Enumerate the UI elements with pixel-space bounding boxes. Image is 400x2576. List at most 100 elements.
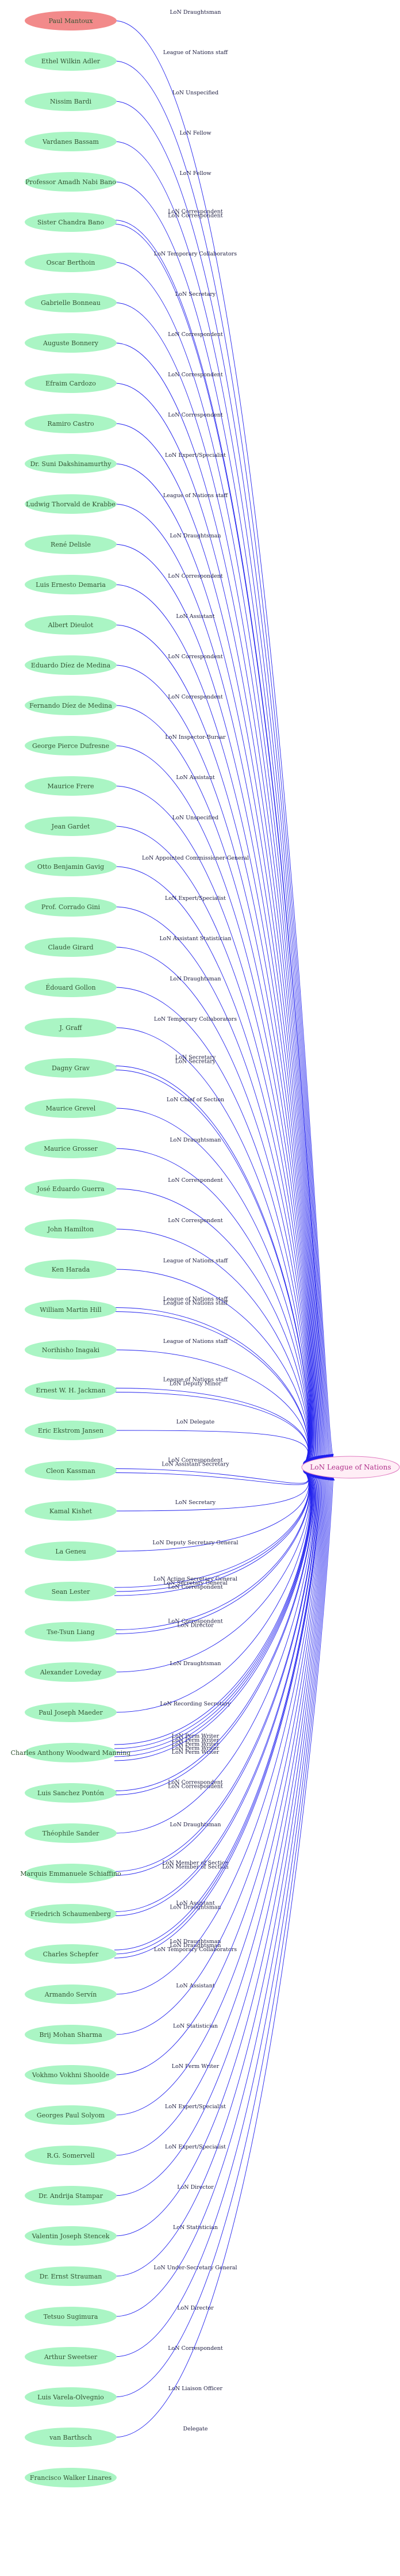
person-node[interactable]: Sean Lester: [25, 1582, 117, 1601]
person-ellipse[interactable]: [25, 816, 117, 836]
person-node[interactable]: La Geneu: [25, 1541, 117, 1561]
person-ellipse[interactable]: [25, 2307, 117, 2326]
person-ellipse[interactable]: [25, 937, 117, 957]
person-ellipse[interactable]: [25, 293, 117, 312]
person-ellipse[interactable]: [25, 696, 117, 715]
person-node[interactable]: Georges Paul Solyom: [25, 2105, 117, 2125]
person-ellipse[interactable]: [25, 2146, 117, 2165]
person-node[interactable]: Ludwig Thorvald de Krabbe: [25, 494, 117, 514]
person-node[interactable]: Luis Varela-Olvegnio: [25, 2387, 117, 2407]
person-ellipse[interactable]: [25, 11, 117, 30]
person-ellipse[interactable]: [25, 2428, 117, 2447]
person-ellipse[interactable]: [25, 1904, 117, 1924]
person-ellipse[interactable]: [25, 1018, 117, 1037]
person-ellipse[interactable]: [25, 897, 117, 917]
person-ellipse[interactable]: [25, 494, 117, 514]
person-ellipse[interactable]: [25, 2468, 117, 2487]
person-node[interactable]: Fernando Díez de Medina: [25, 696, 117, 715]
person-node[interactable]: Maurice Grevel: [25, 1098, 117, 1118]
person-node[interactable]: John Hamilton: [25, 1219, 117, 1239]
person-ellipse[interactable]: [25, 2065, 117, 2085]
person-node[interactable]: Jean Gardet: [25, 816, 117, 836]
person-ellipse[interactable]: [25, 1582, 117, 1601]
person-ellipse[interactable]: [25, 2266, 117, 2286]
person-node[interactable]: Maurice Grosser: [25, 1139, 117, 1158]
person-node[interactable]: Luis Ernesto Demaria: [25, 575, 117, 594]
person-node[interactable]: Sister Chandra Bano: [25, 212, 117, 232]
person-node[interactable]: Francisco Walker Linares: [25, 2468, 117, 2487]
person-node[interactable]: Édouard Gollon: [25, 978, 117, 997]
person-node[interactable]: Tse-Tsun Liang: [25, 1622, 117, 1642]
person-node[interactable]: Dagny Grav: [25, 1058, 117, 1078]
person-node[interactable]: George Pierce Dufresne: [25, 736, 117, 755]
person-node[interactable]: Alexander Loveday: [25, 1662, 117, 1682]
person-ellipse[interactable]: [25, 1703, 117, 1722]
person-ellipse[interactable]: [25, 2025, 117, 2044]
person-node[interactable]: Ernest W. H. Jackman: [25, 1380, 117, 1400]
person-ellipse[interactable]: [25, 253, 117, 272]
target-ellipse[interactable]: [301, 1456, 400, 1479]
person-ellipse[interactable]: [25, 1058, 117, 1078]
person-node[interactable]: Marquis Emmanuele Schiaffino: [20, 1864, 121, 1883]
person-node[interactable]: Dr. Ernst Strauman: [25, 2266, 117, 2286]
person-ellipse[interactable]: [25, 1380, 117, 1400]
person-node[interactable]: Professor Amadh Nabi Bano: [25, 172, 117, 192]
person-ellipse[interactable]: [25, 1783, 117, 1803]
person-node[interactable]: William Martin Hill: [25, 1300, 117, 1319]
person-ellipse[interactable]: [25, 1421, 117, 1440]
person-node[interactable]: Norihisho Inagaki: [25, 1340, 117, 1360]
person-node[interactable]: Paul Mantoux: [25, 11, 117, 30]
person-node[interactable]: Valentin Joseph Stencek: [25, 2226, 117, 2246]
person-node[interactable]: Friedrich Schaumenberg: [25, 1904, 117, 1924]
person-ellipse[interactable]: [25, 857, 117, 876]
person-ellipse[interactable]: [25, 2105, 117, 2125]
person-ellipse[interactable]: [25, 132, 117, 151]
person-ellipse[interactable]: [25, 1944, 117, 1964]
person-node[interactable]: R.G. Somervell: [25, 2146, 117, 2165]
person-ellipse[interactable]: [25, 1179, 117, 1199]
person-node[interactable]: Eduardo Díez de Medina: [25, 655, 117, 675]
person-ellipse[interactable]: [25, 1501, 117, 1521]
person-node[interactable]: Dr. Suni Dakshinamurthy: [25, 454, 117, 474]
person-node[interactable]: Brij Mohan Sharma: [25, 2025, 117, 2044]
person-ellipse[interactable]: [25, 535, 117, 554]
person-ellipse[interactable]: [25, 212, 117, 232]
person-node[interactable]: Maurice Frere: [25, 776, 117, 796]
person-node[interactable]: Oscar Berthoin: [25, 253, 117, 272]
person-node[interactable]: Prof. Corrado Gini: [25, 897, 117, 917]
person-node[interactable]: Ramiro Castro: [25, 414, 117, 433]
person-node[interactable]: Vardanes Bassam: [25, 132, 117, 151]
person-ellipse[interactable]: [25, 2347, 117, 2367]
person-ellipse[interactable]: [25, 1622, 117, 1642]
person-node[interactable]: Ethel Wilkin Adler: [25, 51, 117, 71]
person-ellipse[interactable]: [25, 1823, 117, 1843]
person-node[interactable]: Auguste Bonnery: [25, 333, 117, 353]
person-node[interactable]: Charles Schepfer: [25, 1944, 117, 1964]
person-ellipse[interactable]: [25, 2226, 117, 2246]
person-node[interactable]: Paul Joseph Maeder: [25, 1703, 117, 1722]
person-ellipse[interactable]: [25, 454, 117, 474]
person-node[interactable]: Nissim Bardi: [25, 91, 117, 111]
person-ellipse[interactable]: [25, 1864, 117, 1883]
person-node[interactable]: Vokhmo Vokhni Shoolde: [25, 2065, 117, 2085]
person-ellipse[interactable]: [25, 2387, 117, 2407]
person-node[interactable]: Dr. Andrija Stampar: [25, 2186, 117, 2205]
person-node[interactable]: Albert Dieulot: [25, 615, 117, 635]
person-ellipse[interactable]: [25, 1219, 117, 1239]
person-ellipse[interactable]: [25, 575, 117, 594]
person-ellipse[interactable]: [25, 1985, 117, 2004]
person-ellipse[interactable]: [25, 51, 117, 71]
person-ellipse[interactable]: [25, 776, 117, 796]
person-ellipse[interactable]: [25, 1300, 117, 1319]
person-node[interactable]: J. Graff: [25, 1018, 117, 1037]
person-node[interactable]: Armando Servín: [25, 1985, 117, 2004]
person-node[interactable]: René Delisle: [25, 535, 117, 554]
person-node[interactable]: Cleon Kassman: [25, 1461, 117, 1480]
person-node[interactable]: José Eduardo Guerra: [25, 1179, 117, 1199]
person-ellipse[interactable]: [25, 1541, 117, 1561]
person-ellipse[interactable]: [25, 736, 117, 755]
person-ellipse[interactable]: [25, 172, 117, 192]
person-ellipse[interactable]: [25, 414, 117, 433]
person-node[interactable]: Otto Benjamin Gavig: [25, 857, 117, 876]
person-ellipse[interactable]: [25, 1260, 117, 1279]
